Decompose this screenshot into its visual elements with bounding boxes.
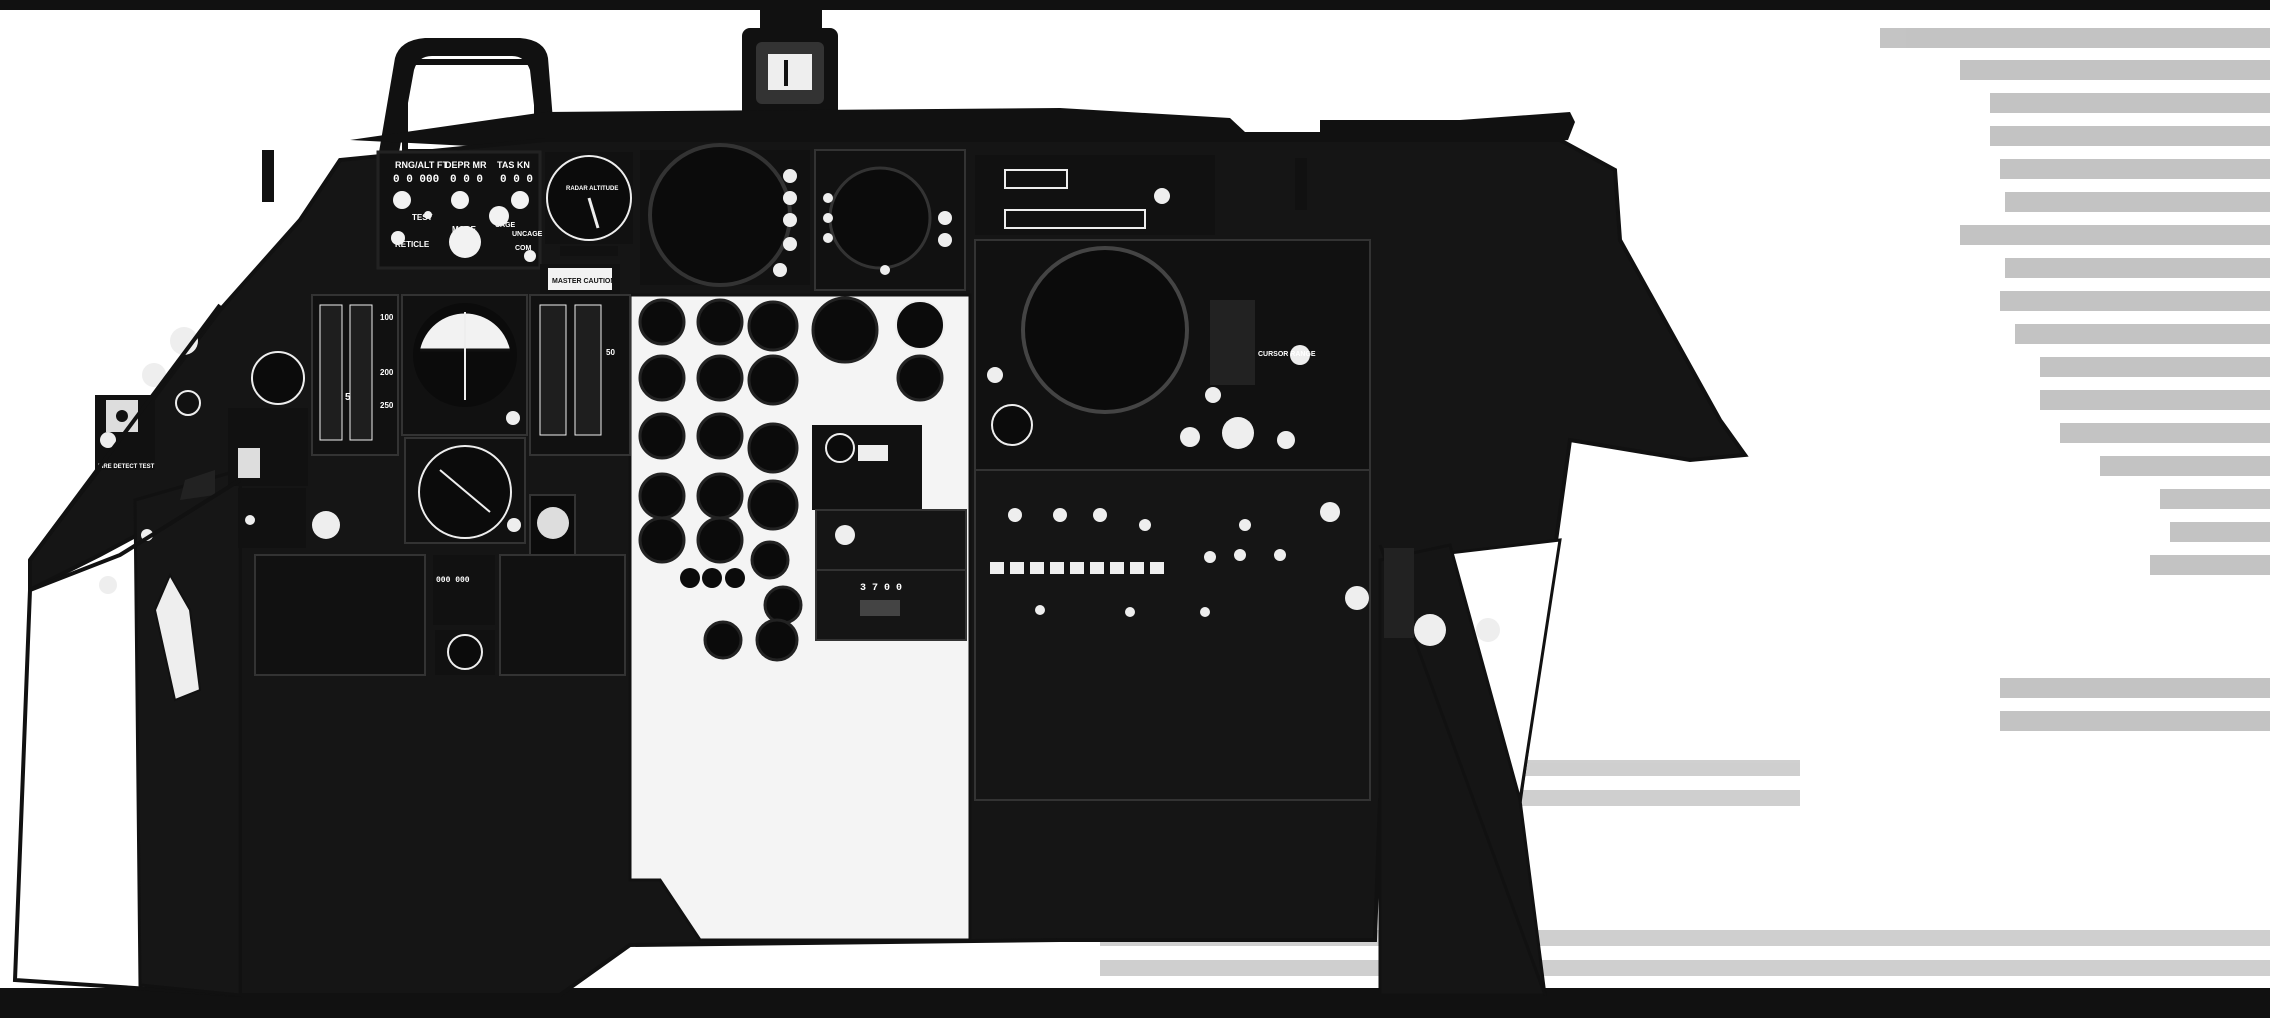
- tas-label: TAS KN: [497, 160, 530, 170]
- center-panel-knob[interactable]: [835, 525, 855, 545]
- rng-alt-label: RNG/ALT FT: [395, 160, 448, 170]
- right-side-controls: [1384, 548, 1500, 646]
- tape-value-50: 50: [606, 348, 615, 357]
- mini-counter: 000 000: [436, 576, 470, 585]
- reticle-label: RETICLE: [395, 240, 430, 249]
- radar-altimeter: RADAR ALTITUDE: [545, 152, 633, 256]
- armament-knobs[interactable]: [1008, 502, 1369, 617]
- attack-radar-display: CURSOR RANGE: [974, 239, 1371, 471]
- radar-scope: [640, 143, 810, 287]
- test-label: TEST: [412, 213, 433, 222]
- mode-selector-knob[interactable]: [449, 226, 481, 258]
- hud-knob-6[interactable]: [524, 250, 536, 262]
- right-side-knob-1[interactable]: [1414, 614, 1446, 646]
- upper-right-panel: [975, 155, 1215, 235]
- radar-altitude-label: RADAR ALTITUDE: [566, 186, 618, 192]
- armament-control-panel: [974, 469, 1371, 801]
- hud-control-panel: RNG/ALT FT 0 0 000 DEPR MR 0 0 0 TAS KN …: [376, 150, 543, 270]
- hud-knob-1[interactable]: [393, 191, 411, 209]
- depr-label: DEPR MR: [445, 160, 487, 170]
- depr-counter: 0 0 0: [450, 174, 483, 186]
- center-lower-panels: 3 7 0 0: [812, 425, 967, 641]
- scope-knob-5[interactable]: [773, 263, 787, 277]
- standby-compass: [742, 2, 838, 120]
- left-panel-knob[interactable]: [312, 511, 340, 539]
- master-caution[interactable]: MASTER CAUTION: [540, 264, 620, 296]
- left-console-knob-2[interactable]: [142, 363, 166, 387]
- left-upper-outline: [28, 303, 222, 562]
- side-markers: [262, 150, 1307, 210]
- tas-counter: 0 0 0: [500, 174, 533, 186]
- left-small-instruments: [228, 351, 340, 548]
- horizontal-situation-indicator: [404, 437, 526, 544]
- altitude-tape: 50: [529, 294, 631, 456]
- tape-value-5: 5: [345, 392, 351, 403]
- hud-knob-3[interactable]: [511, 191, 529, 209]
- tape-value-200: 200: [380, 368, 394, 377]
- scope-knob-3[interactable]: [783, 213, 797, 227]
- tv-scope: [814, 149, 966, 291]
- right-side-knob-2[interactable]: [1476, 618, 1500, 642]
- fire-detect-test-label: FIRE DETECT TEST: [98, 464, 155, 470]
- com-label: COM: [515, 245, 532, 252]
- master-caution-label: MASTER CAUTION: [552, 278, 615, 285]
- top-rule-line: [0, 0, 2270, 10]
- hud-knob-4[interactable]: [391, 231, 405, 245]
- scope-knob-2[interactable]: [783, 191, 797, 205]
- scope-knob-1[interactable]: [783, 169, 797, 183]
- left-console-lower: [133, 468, 242, 997]
- hud-test-light: [424, 211, 432, 219]
- left-outline: [29, 478, 242, 592]
- attitude-director-indicator: [401, 294, 528, 436]
- hud-knob-5[interactable]: [489, 206, 509, 226]
- engine-gauge-cluster: [638, 296, 945, 662]
- hud-knob-2[interactable]: [451, 191, 469, 209]
- uncage-label: UNCAGE: [512, 231, 543, 238]
- armament-buttons[interactable]: [990, 562, 1164, 574]
- lower-left-keypad: 000 000: [254, 494, 626, 676]
- cage-label: CAGE: [495, 222, 516, 229]
- left-console-knob-1[interactable]: [170, 327, 198, 355]
- center-counter: 3 7 0 0: [860, 583, 902, 594]
- scope-knob-4[interactable]: [783, 237, 797, 251]
- tape-value-250: 250: [380, 401, 394, 410]
- airspeed-tape: 100 200 250 5: [311, 294, 399, 456]
- rng-alt-counter: 0 0 000: [393, 174, 439, 186]
- cursor-range-label: CURSOR RANGE: [1258, 351, 1316, 358]
- tape-value-100: 100: [380, 313, 394, 322]
